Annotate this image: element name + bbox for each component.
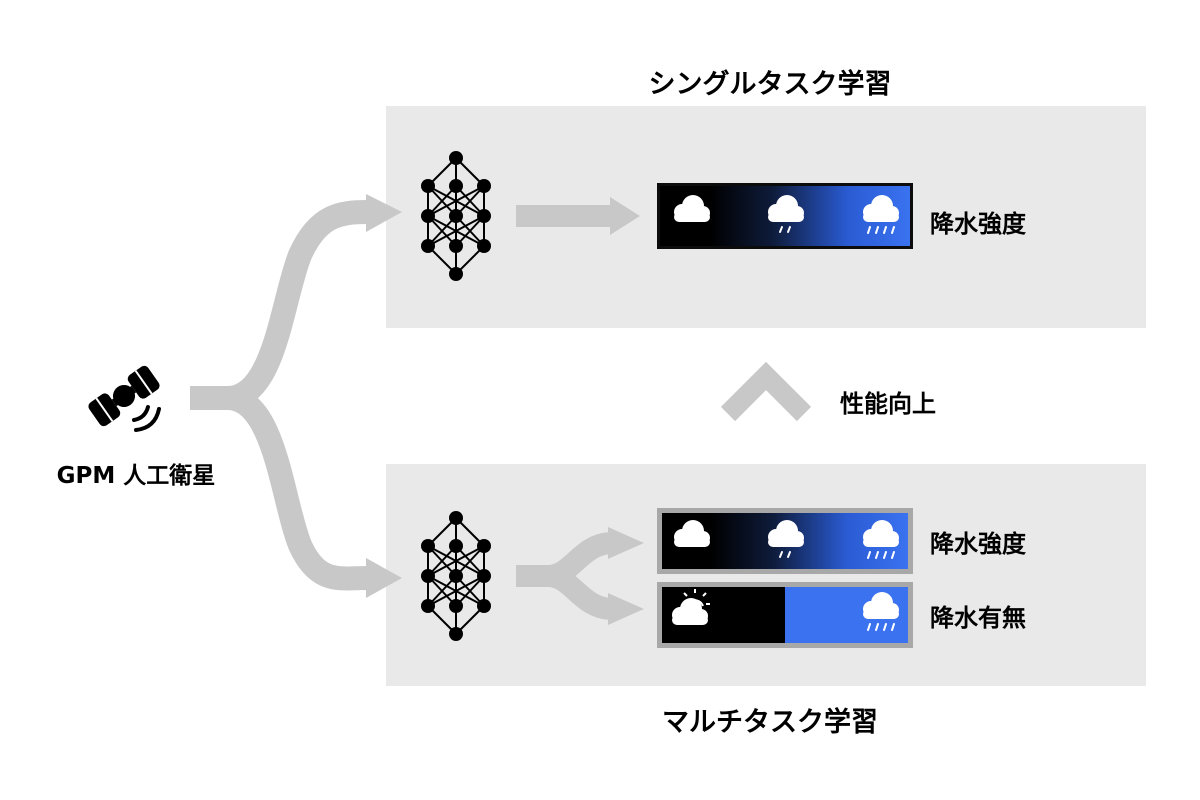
nn-node [449,599,463,613]
single-task-title: シングルタスク学習 [648,69,892,100]
satellite-label: GPM 人工衛星 [56,463,216,489]
single-output-arrow-shaft [516,205,612,227]
multi-output-fork-arrow [516,532,612,620]
nn-edge [427,185,485,217]
nn-node [421,539,435,553]
arrow-head-to-single [366,194,402,232]
multi-precip-presence-label: 降水有無 [930,604,1026,632]
multi-arrow-head-intensity [608,527,644,559]
nn-edge [427,575,485,607]
nn-node [449,569,463,583]
nn-node [477,599,491,613]
arrow-head-to-multi [366,558,402,598]
satellite-icon [88,365,160,427]
nn-node [421,239,435,253]
nn-node [477,539,491,553]
light-rain-cloud-icon [768,195,804,233]
heavy-rain-cloud-icon [863,520,899,559]
multi-precip-intensity-label: 降水強度 [930,530,1026,558]
multi-arrow-head-presence [608,593,644,625]
nn-node [421,599,435,613]
nn-node [449,267,463,281]
nn-node [421,569,435,583]
cloud-icon [674,520,710,547]
nn-node [477,179,491,193]
light-rain-cloud-icon [768,520,804,558]
performance-improvement-label: 性能向上 [840,390,936,418]
nn-node [449,239,463,253]
heavy-rain-cloud-icon [863,195,899,234]
nn-node [449,627,463,641]
nn-node [449,179,463,193]
nn-node [477,239,491,253]
nn-edge [427,215,485,247]
improvement-chevron [720,361,812,422]
signal-waves-icon [132,405,161,432]
nn-node [421,209,435,223]
nn-edge [427,545,485,577]
single-precip-intensity-label: 降水強度 [930,210,1026,238]
nn-node [449,209,463,223]
split-arrow [190,200,369,591]
neural-network-icon-single [421,151,491,281]
nn-node [449,511,463,525]
heavy-rain-cloud-icon [863,592,899,631]
nn-node [421,179,435,193]
nn-node [477,569,491,583]
cloud-icon [674,195,710,222]
nn-node [449,151,463,165]
nn-node [477,209,491,223]
single-output-arrow-head [610,197,640,235]
multi-task-panel [386,464,1146,686]
partly-sunny-cloud-icon [672,589,710,625]
neural-network-icon-multi [421,511,491,641]
nn-node [449,539,463,553]
multi-task-title: マルチタスク学習 [662,707,878,738]
